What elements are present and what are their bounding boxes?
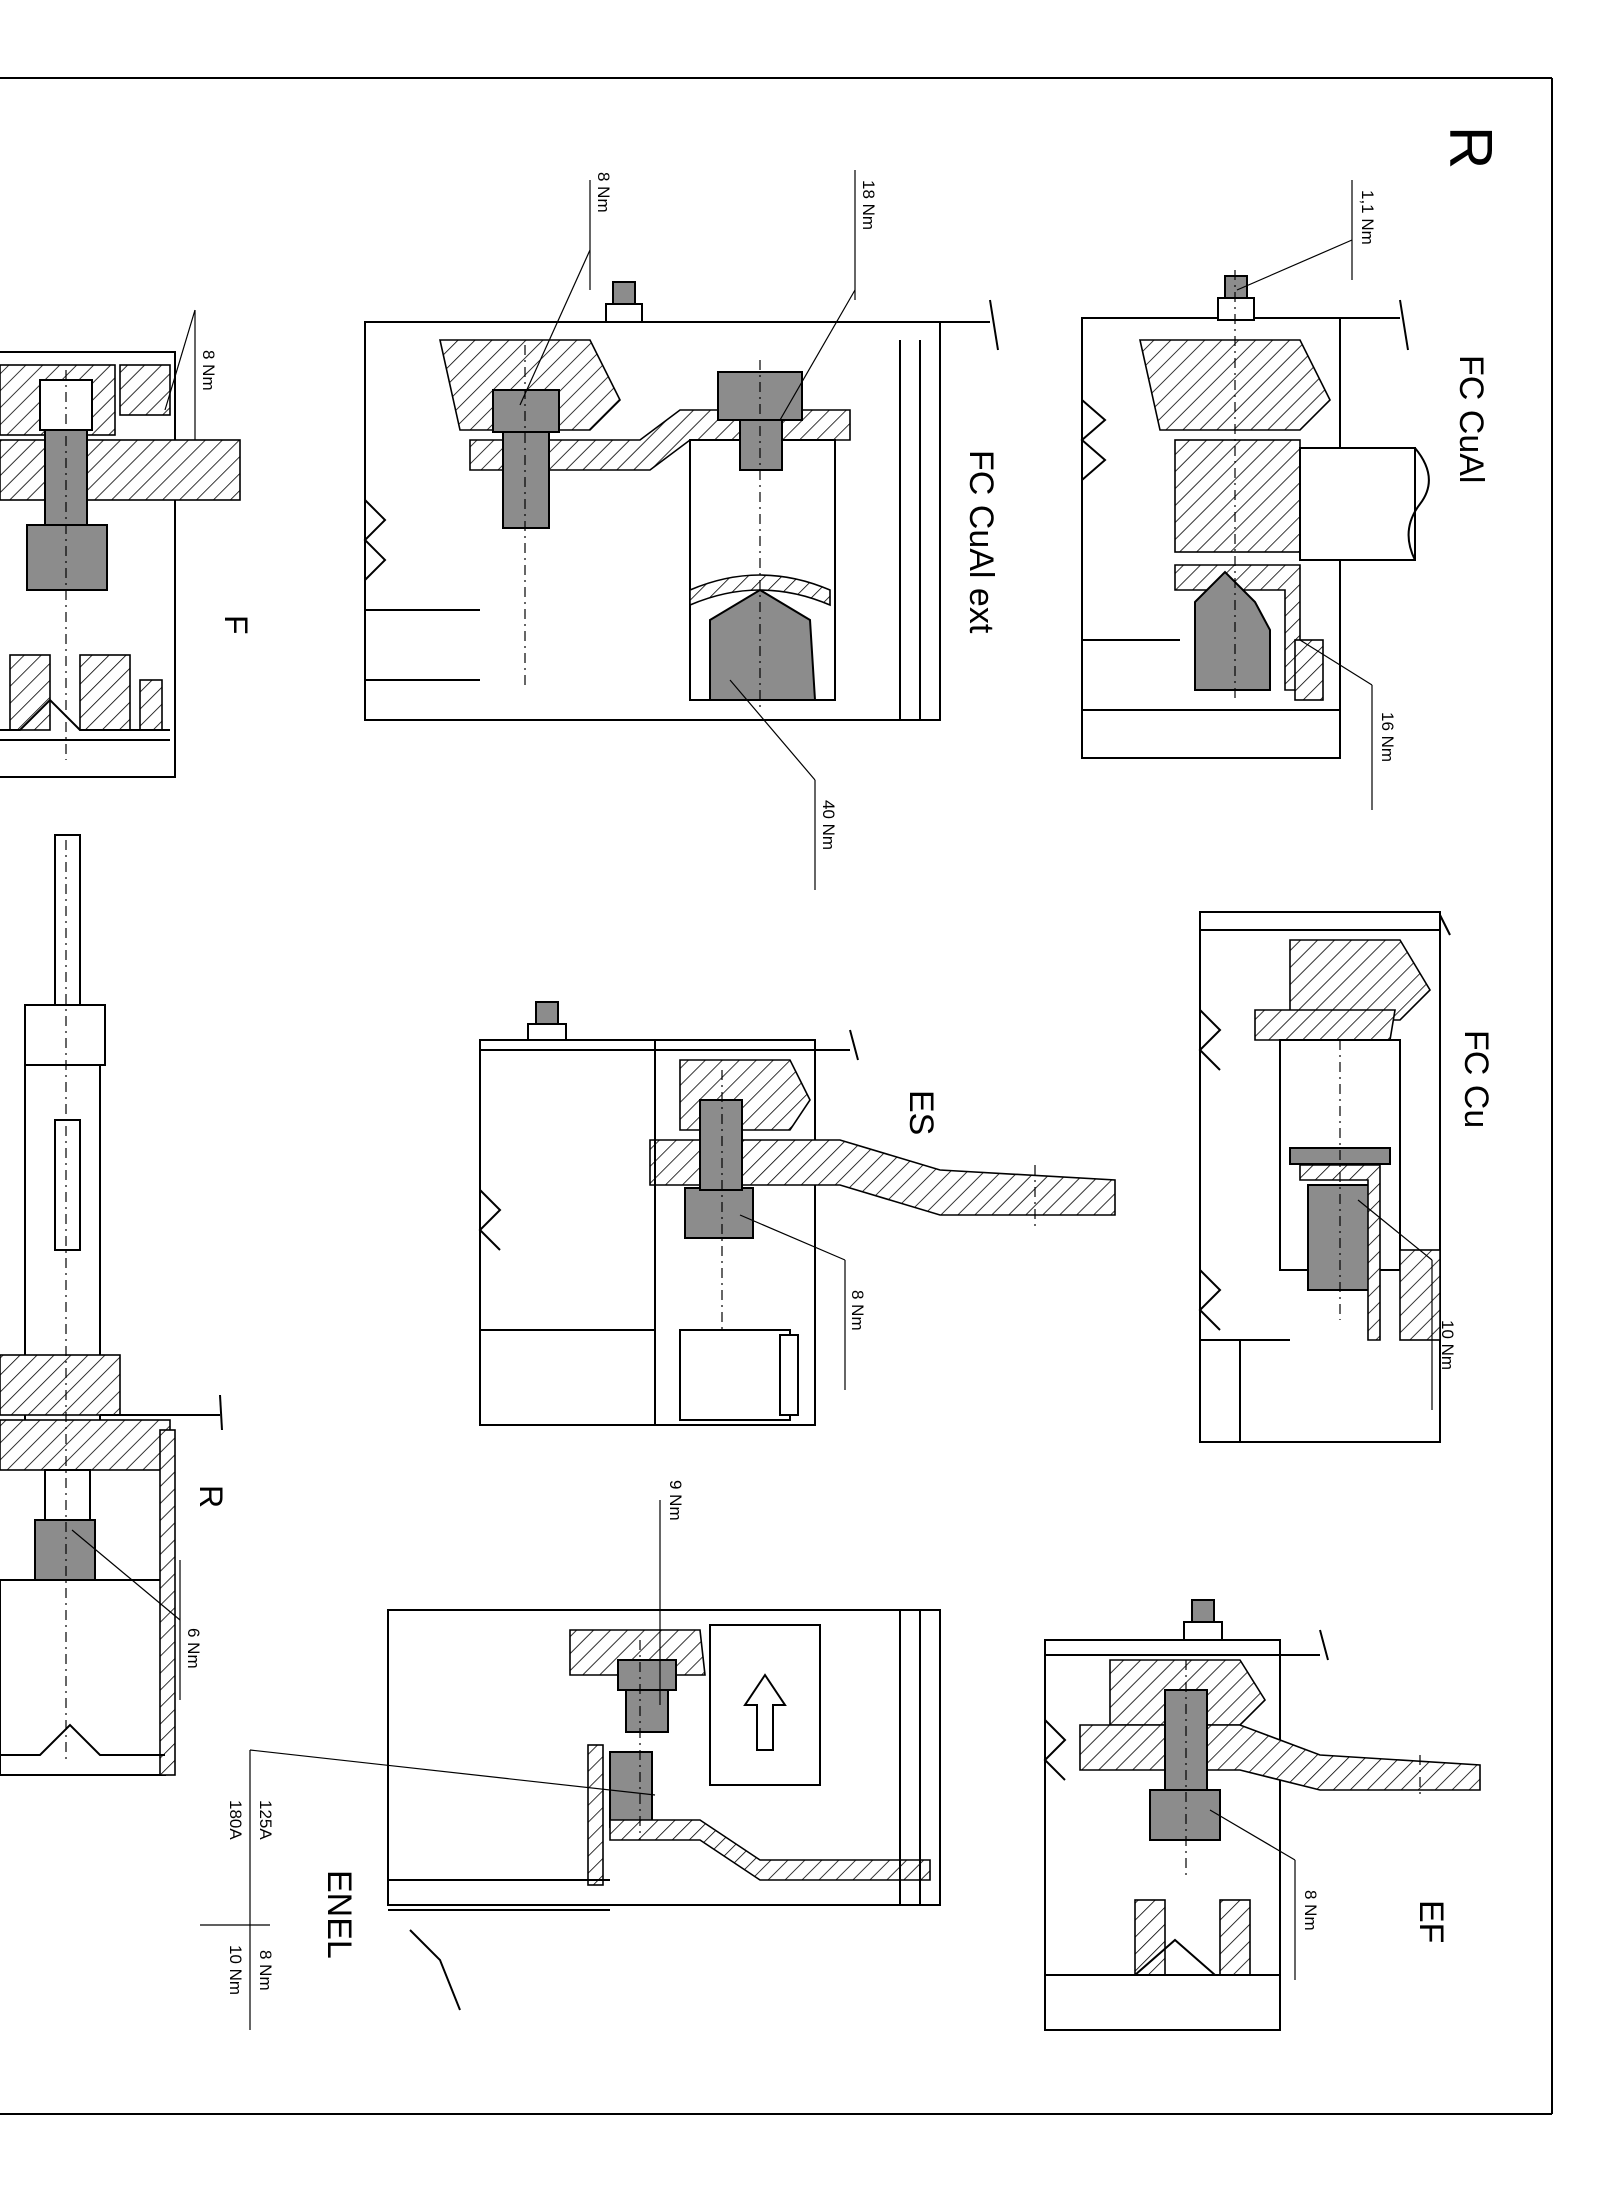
es-torque-1: 8 Nm [848, 1290, 867, 1331]
view-es [478, 1001, 1116, 1426]
enel-torque-1: 9 Nm [666, 1480, 685, 1521]
view-r [0, 834, 223, 1776]
drawing-frame [0, 77, 1553, 2115]
f-torque-1: 8 Nm [199, 350, 218, 391]
fc-cual-ext-torque-3: 40 Nm [819, 800, 838, 850]
view-enel [249, 1500, 941, 2011]
view-fc-cual [1080, 180, 1430, 810]
fc-cu-title: FC Cu [1457, 1030, 1495, 1128]
enel-table-current-1: 125A [256, 1800, 275, 1840]
es-title: ES [902, 1090, 940, 1135]
fc-cual-title: FC CuAl [1452, 355, 1490, 483]
fc-cual-ext-title: FC CuAl ext [962, 450, 1000, 634]
view-f [0, 309, 241, 778]
view-fc-cual-ext [363, 170, 999, 890]
fc-cual-ext-torque-1: 8 Nm [594, 172, 613, 213]
f-title: F [218, 615, 254, 635]
view-ef [1043, 1599, 1481, 2031]
enel-table-current-2: 180A [226, 1800, 245, 1840]
enel-table-torque-1: 8 Nm [256, 1950, 275, 1991]
ef-title: EF [1412, 1900, 1450, 1943]
r-title: R [193, 1485, 229, 1508]
r-torque-1: 6 Nm [184, 1628, 203, 1669]
enel-table-torque-2: 10 Nm [226, 1945, 245, 1995]
fc-cu-torque-1: 10 Nm [1438, 1320, 1457, 1370]
fc-cual-torque-1: 1,1 Nm [1358, 190, 1377, 245]
sheet-letter: R [1437, 126, 1504, 169]
ef-torque-1: 8 Nm [1301, 1890, 1320, 1931]
fc-cual-ext-torque-2: 18 Nm [859, 180, 878, 230]
enel-torque-table [200, 1750, 270, 2030]
view-fc-cu [1198, 911, 1451, 1443]
fc-cual-torque-2: 16 Nm [1378, 712, 1397, 762]
enel-title: ENEL [320, 1870, 358, 1959]
